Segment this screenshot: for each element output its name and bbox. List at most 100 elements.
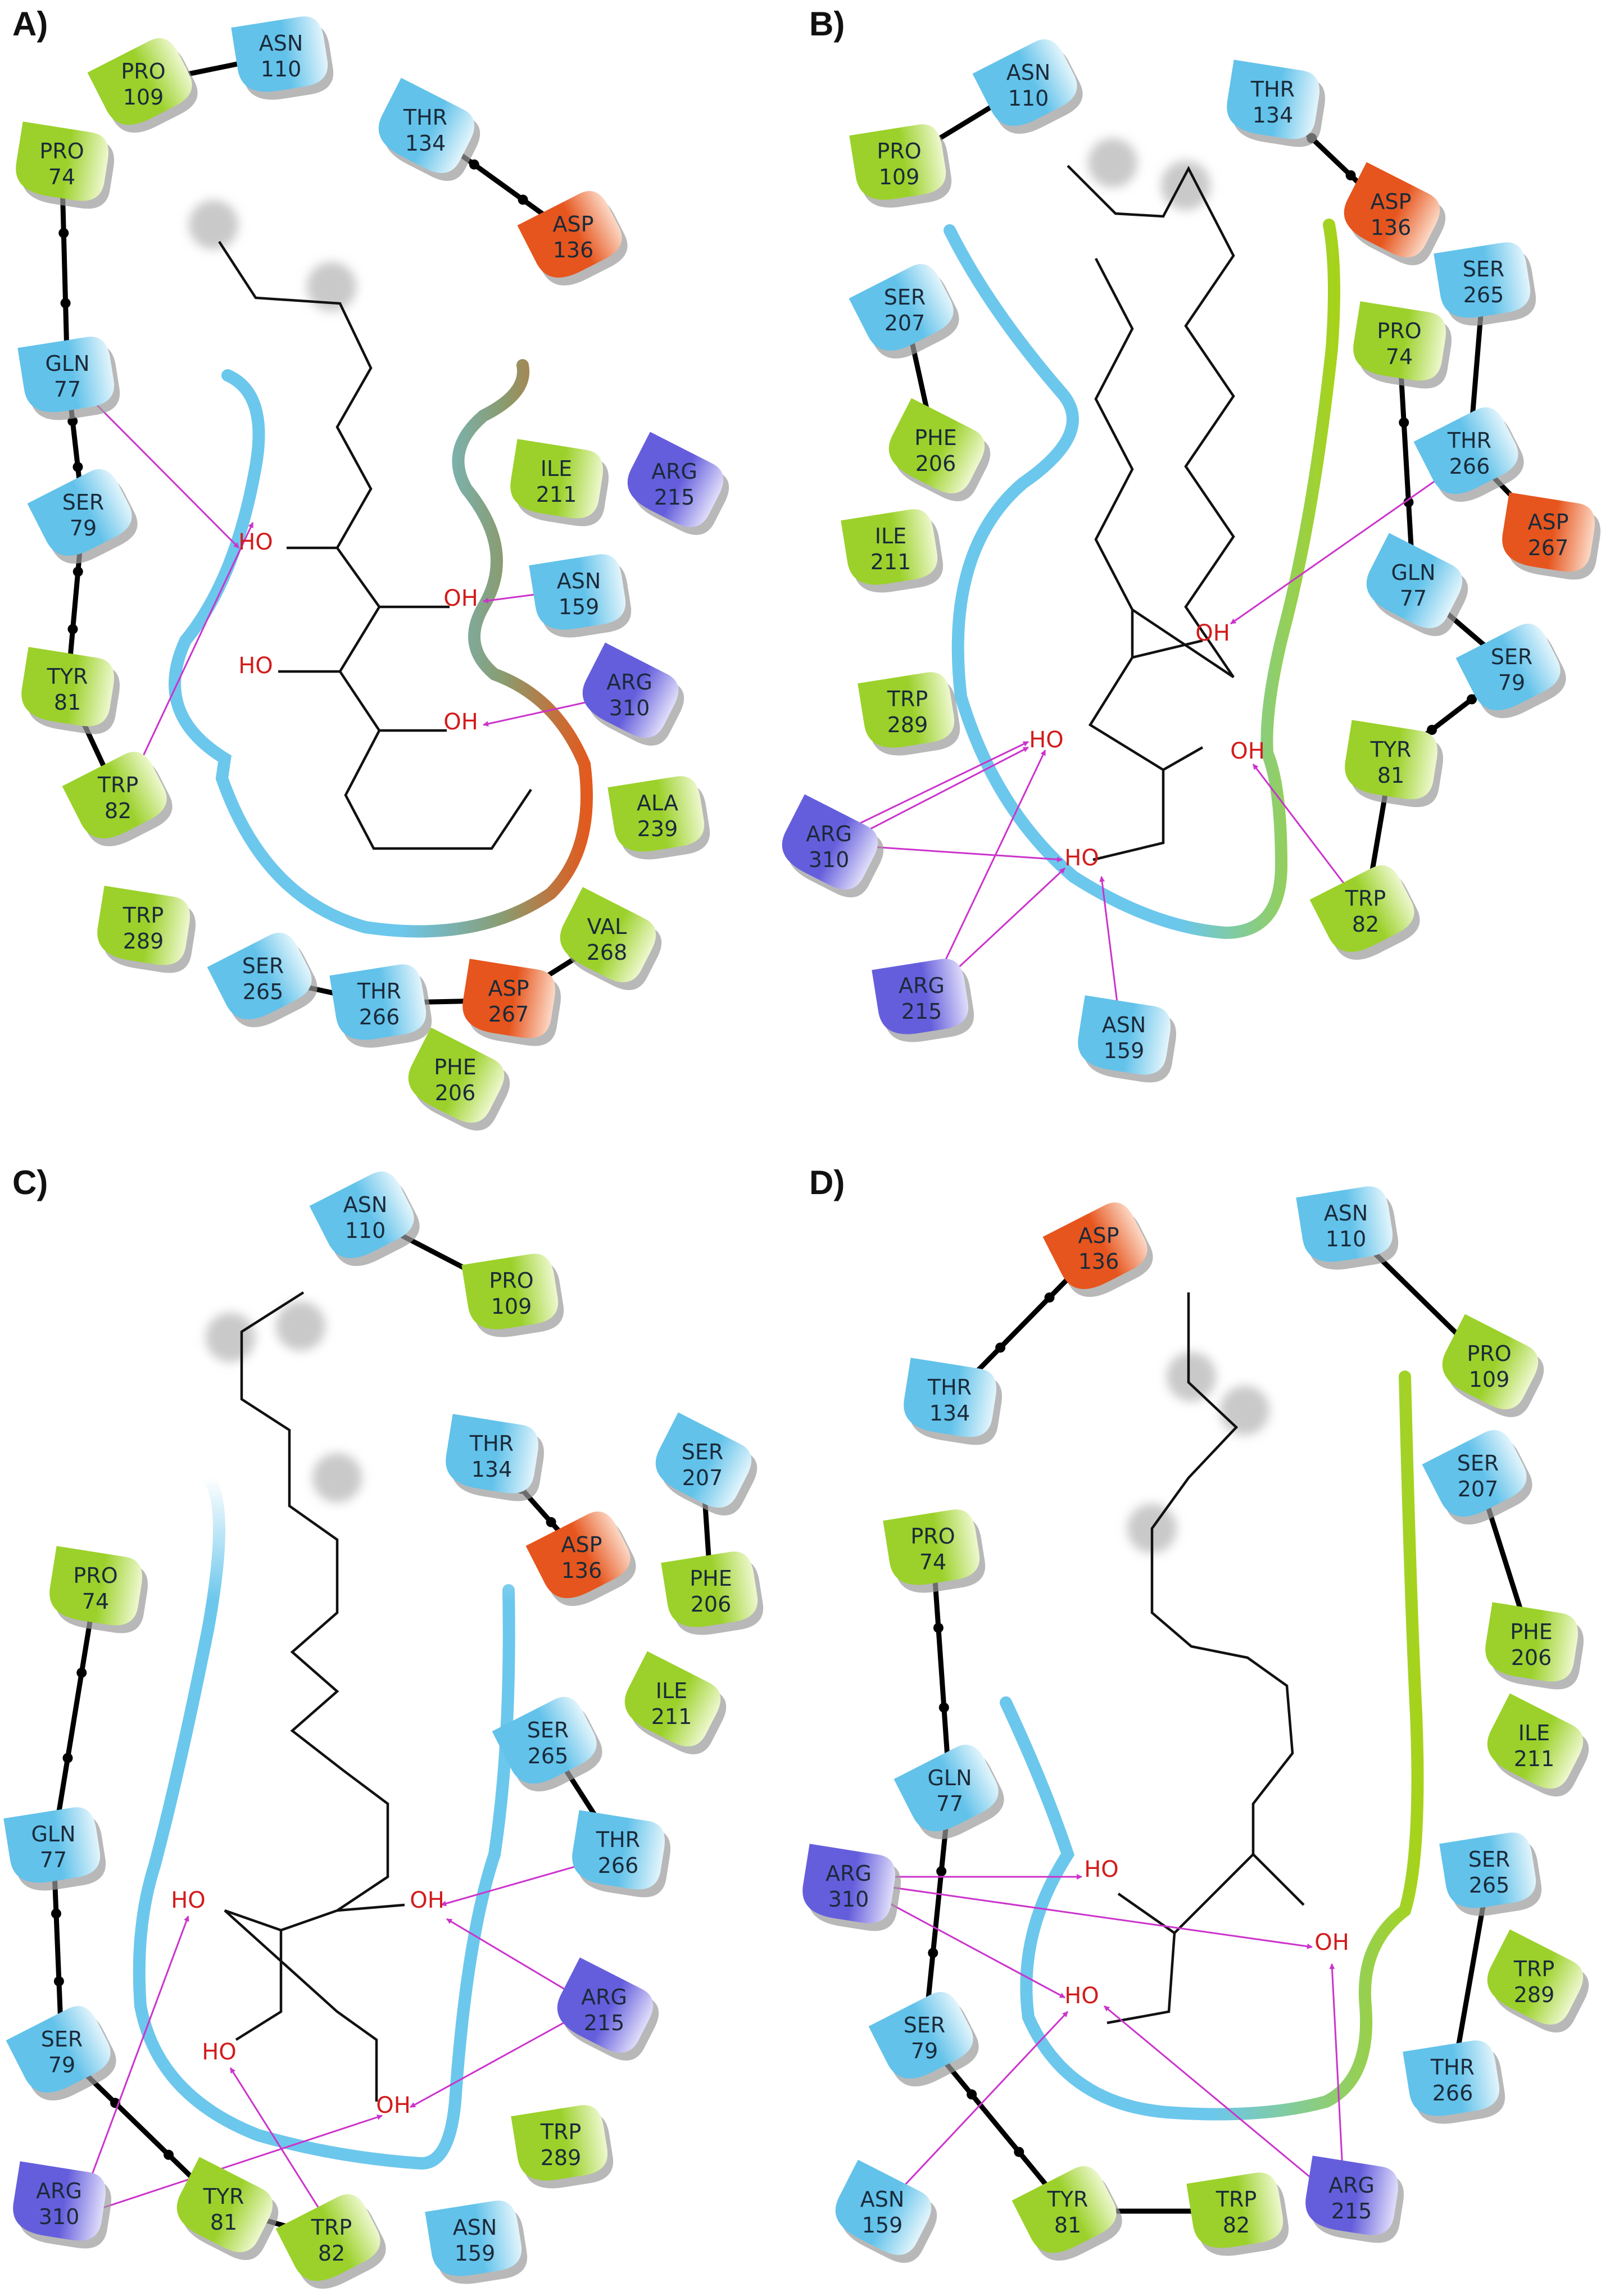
panel-label-a: A) (12, 5, 48, 43)
residue-number: 206 (435, 1081, 476, 1105)
residue-name: ASN (1324, 1201, 1368, 1226)
backbone-node (72, 462, 83, 473)
solvent-exposure-halo (1167, 1352, 1216, 1401)
residue-number: 74 (82, 1589, 109, 1614)
residue-number: 266 (1432, 2081, 1473, 2106)
residue-number: 136 (561, 1558, 602, 1583)
hydrogen-bond-arrow (1104, 2005, 1321, 2187)
residue-number: 81 (1054, 2213, 1081, 2238)
residue-number: 81 (54, 690, 81, 715)
residue-number: 211 (870, 550, 911, 574)
binding-pocket-outline (1000, 1371, 1424, 2121)
residue-number: 136 (553, 238, 594, 262)
residue-number: 310 (809, 847, 850, 872)
residue-number: 310 (828, 1887, 869, 1912)
residue-number: 136 (1371, 215, 1412, 240)
residue-name: TYR (203, 2184, 244, 2209)
backbone-node (1403, 497, 1414, 507)
binding-pocket-outline (944, 219, 1340, 940)
residue-name: PRO (489, 1268, 533, 1293)
residue-number: 215 (1331, 2199, 1372, 2224)
backbone-node (967, 2089, 977, 2100)
residue-name: THR (927, 1375, 972, 1400)
solvent-exposure-halo (312, 1453, 362, 1503)
residue-name: TRP (311, 2215, 352, 2240)
residue-number: 79 (70, 516, 97, 541)
backbone-node (67, 624, 78, 634)
residue-number: 266 (598, 1853, 639, 1878)
residue-number: 215 (584, 2011, 625, 2035)
residue-number: 81 (1377, 763, 1404, 788)
backbone-node (60, 298, 71, 308)
solvent-exposure-halo (189, 200, 238, 249)
residue-name: TRP (1216, 2187, 1257, 2212)
ligand-skeletons (218, 165, 1305, 2102)
ligand-skeleton (278, 546, 450, 732)
residue-number: 82 (1223, 2213, 1250, 2238)
hydroxyl-label: OH (1230, 738, 1265, 764)
residue-name: ARG (606, 670, 652, 695)
residue-name: SER (884, 285, 926, 310)
residue-name: GLN (927, 1766, 972, 1790)
hydroxyl-label: HO (238, 653, 273, 679)
residue-name: GLN (31, 1822, 75, 1846)
hydrogen-bond-arrow (876, 1884, 1313, 1949)
backbone-node (62, 1753, 73, 1763)
residue-number: 74 (1386, 344, 1413, 369)
panel-label-c: C) (12, 1164, 48, 1201)
residue-number: 159 (862, 2213, 903, 2238)
residue-name: SER (242, 954, 284, 978)
residue-number: 109 (879, 165, 920, 189)
residue-name: ASN (860, 2187, 905, 2212)
residue-number: 74 (919, 1550, 946, 1574)
hydrogen-bond-arrow (128, 522, 254, 786)
residue-name: TRP (97, 773, 139, 797)
hydroxyl-label: HO (171, 1887, 206, 1913)
residue-name: TYR (47, 664, 88, 689)
residue-name: VAL (587, 914, 627, 939)
residue-name: ARG (651, 459, 697, 484)
residue-name: THR (596, 1827, 640, 1852)
residue-name: ILE (656, 1678, 687, 1703)
residue-name: TYR (1370, 737, 1412, 762)
backbone-node (76, 1667, 87, 1678)
hydrogen-bond-arrow (876, 1895, 1065, 1999)
hydrogen-bond-arrow (854, 746, 1029, 838)
residue-name: PRO (39, 139, 84, 164)
residue-number: 110 (1008, 86, 1049, 111)
residue-number: 77 (1400, 586, 1427, 611)
backbone-node (1014, 2147, 1024, 2157)
residue-name: ASP (1078, 1223, 1119, 1248)
hydrogen-bond-arrow (410, 2013, 579, 2108)
residue-name: ASP (1370, 189, 1411, 214)
hydroxyl-label: HO (1064, 1983, 1099, 2009)
residue-name: ARG (36, 2179, 82, 2203)
residue-number: 215 (654, 485, 695, 510)
residue-number: 289 (541, 2145, 582, 2170)
residue-number: 207 (1458, 1477, 1499, 1501)
residue-name: THR (1250, 77, 1295, 102)
